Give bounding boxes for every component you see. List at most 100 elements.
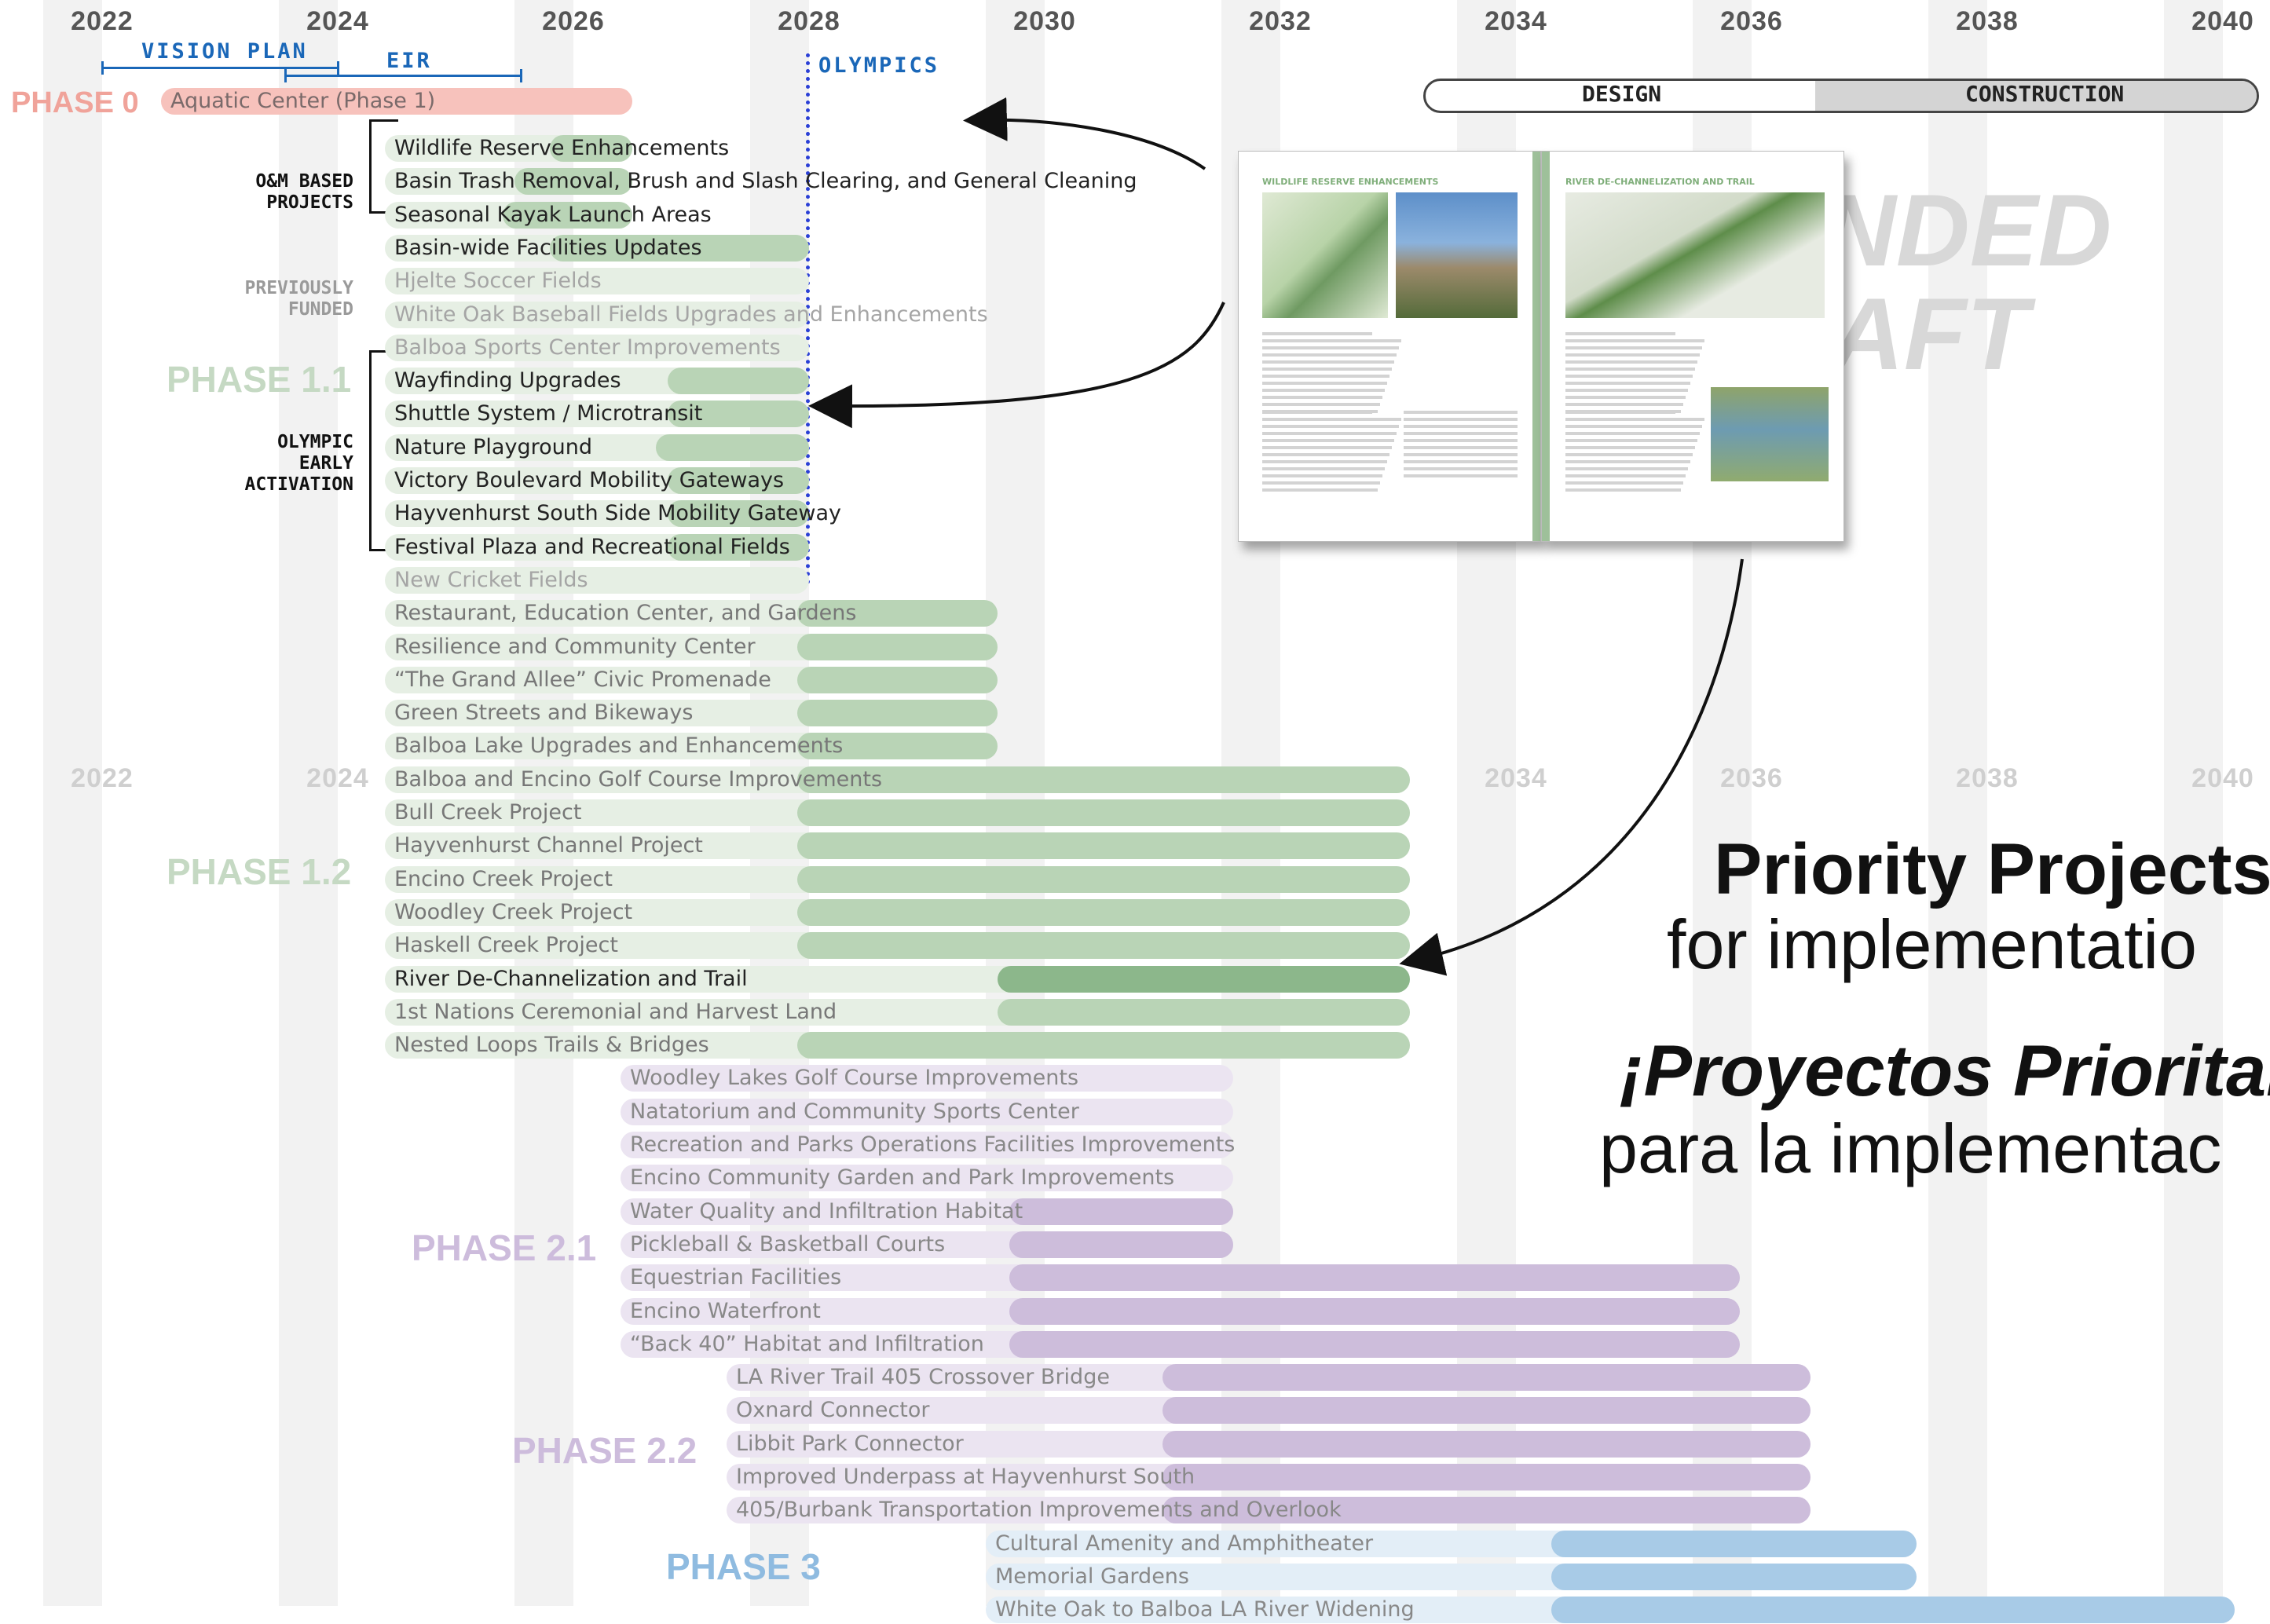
doc-page-right-edge	[1542, 152, 1550, 541]
project-bar-construction	[550, 135, 632, 162]
project-label: Equestrian Facilities	[630, 1265, 842, 1290]
arrow-to-olympic	[808, 302, 1225, 429]
project-bar[interactable]	[385, 467, 809, 494]
project-bar[interactable]	[727, 1497, 1811, 1524]
project-bar-construction	[797, 733, 998, 760]
phase-label: PHASE 3	[666, 1546, 821, 1587]
project-bar[interactable]	[385, 998, 1410, 1026]
project-bar[interactable]	[986, 1530, 1917, 1557]
project-bar[interactable]	[986, 1563, 1917, 1590]
text-line	[1565, 481, 1683, 485]
text-line	[1565, 339, 1704, 342]
project-bar[interactable]	[385, 600, 998, 627]
project-bar[interactable]	[621, 1065, 1233, 1092]
project-bar[interactable]	[385, 301, 809, 328]
project-bar[interactable]	[621, 1330, 1740, 1358]
project-bar[interactable]	[621, 1098, 1233, 1125]
phase-label: PHASE 1.2	[167, 851, 352, 892]
project-label: LA River Trail 405 Crossover Bridge	[736, 1365, 1110, 1390]
project-bar[interactable]	[385, 898, 1410, 926]
project-bar[interactable]	[385, 334, 809, 361]
project-bar[interactable]	[385, 201, 632, 229]
project-bar[interactable]	[385, 1032, 1410, 1059]
year-column-band	[1928, 0, 1987, 1606]
project-bar[interactable]	[161, 88, 632, 115]
text-line	[1262, 488, 1378, 492]
project-bar[interactable]	[621, 1198, 1233, 1225]
doc-page-right: RIVER DE-CHANNELIZATION AND TRAIL	[1541, 151, 1844, 542]
project-bar[interactable]	[385, 666, 998, 693]
project-label: Cultural Amenity and Amphitheater	[995, 1531, 1374, 1556]
project-bar[interactable]	[385, 500, 809, 528]
project-bar[interactable]	[385, 234, 809, 262]
project-bar-construction	[797, 932, 1410, 960]
document-preview[interactable]: WILDLIFE RESERVE ENHANCEMENTS RIVER DE-CH…	[1238, 151, 1844, 542]
project-label: Memorial Gardens	[995, 1564, 1189, 1589]
project-bar-construction	[668, 533, 809, 561]
project-bar[interactable]	[385, 566, 809, 594]
project-bar[interactable]	[385, 766, 1410, 793]
text-line	[1565, 382, 1690, 385]
project-bar[interactable]	[385, 700, 998, 727]
year-label: 2028	[778, 6, 840, 36]
project-bar[interactable]	[621, 1132, 1233, 1158]
project-label: Recreation and Parks Operations Faciliti…	[630, 1132, 1236, 1157]
project-bar-construction	[797, 799, 1410, 826]
project-bar[interactable]	[727, 1430, 1811, 1458]
project-bar[interactable]	[621, 1165, 1233, 1192]
project-label: River De-Channelization and Trail	[394, 966, 748, 991]
text-line	[1565, 488, 1681, 492]
project-bar[interactable]	[385, 168, 632, 196]
project-bar[interactable]	[385, 368, 809, 395]
project-bar[interactable]	[385, 965, 1410, 993]
project-bar-construction	[797, 666, 998, 693]
project-bar[interactable]	[727, 1397, 1811, 1425]
text-line	[1404, 474, 1518, 477]
project-bar[interactable]	[385, 832, 1410, 860]
project-bar[interactable]	[621, 1264, 1740, 1292]
year-label: 2030	[1013, 6, 1076, 36]
text-line	[1262, 382, 1387, 385]
project-bar-construction	[1009, 1231, 1233, 1258]
project-bar[interactable]	[385, 799, 1410, 826]
project-label: Restaurant, Education Center, and Garden…	[394, 601, 857, 626]
text-line	[1565, 453, 1693, 456]
doc-page-left-edge	[1532, 152, 1540, 541]
project-label: Green Streets and Bikeways	[394, 700, 694, 726]
project-bar-construction	[550, 234, 809, 262]
project-bar[interactable]	[727, 1464, 1811, 1490]
project-label: Water Quality and Infiltration Habitat	[630, 1198, 1023, 1223]
project-bar[interactable]	[621, 1231, 1233, 1258]
year-label: 2034	[1485, 6, 1547, 36]
project-label: Shuttle System / Microtransit	[394, 401, 703, 426]
project-bar[interactable]	[385, 932, 1410, 960]
project-bar-construction	[1162, 1397, 1811, 1425]
project-bar[interactable]	[621, 1297, 1740, 1325]
arrow-to-wildlife	[963, 97, 1206, 170]
project-label: “The Grand Allee” Civic Promenade	[394, 667, 771, 692]
project-bar[interactable]	[385, 533, 809, 561]
text-line	[1565, 446, 1695, 449]
project-bar[interactable]	[385, 135, 632, 162]
project-bar-construction	[1162, 1430, 1811, 1458]
doc-page-right-title: RIVER DE-CHANNELIZATION AND TRAIL	[1565, 177, 1755, 187]
project-label: New Cricket Fields	[394, 567, 588, 592]
project-bar[interactable]	[385, 733, 998, 760]
project-bar[interactable]	[385, 633, 998, 660]
project-bar[interactable]	[727, 1364, 1811, 1392]
project-bar[interactable]	[385, 433, 809, 461]
group-olympic-early-activation: OLYMPIC EARLY ACTIVATION	[244, 432, 353, 495]
text-line	[1262, 439, 1394, 442]
vision-plan-label: VISION PLAN	[141, 39, 308, 64]
project-bar-construction	[797, 1032, 1410, 1059]
project-bar[interactable]	[385, 401, 809, 428]
project-bar[interactable]	[385, 865, 1410, 893]
project-bar-construction	[668, 500, 809, 528]
project-bar[interactable]	[385, 268, 809, 295]
project-bar-construction	[797, 832, 1410, 860]
doc-page-left: WILDLIFE RESERVE ENHANCEMENTS	[1238, 151, 1541, 542]
project-label: Hjelte Soccer Fields	[394, 269, 602, 294]
project-label: “Back 40” Habitat and Infiltration	[630, 1331, 984, 1356]
